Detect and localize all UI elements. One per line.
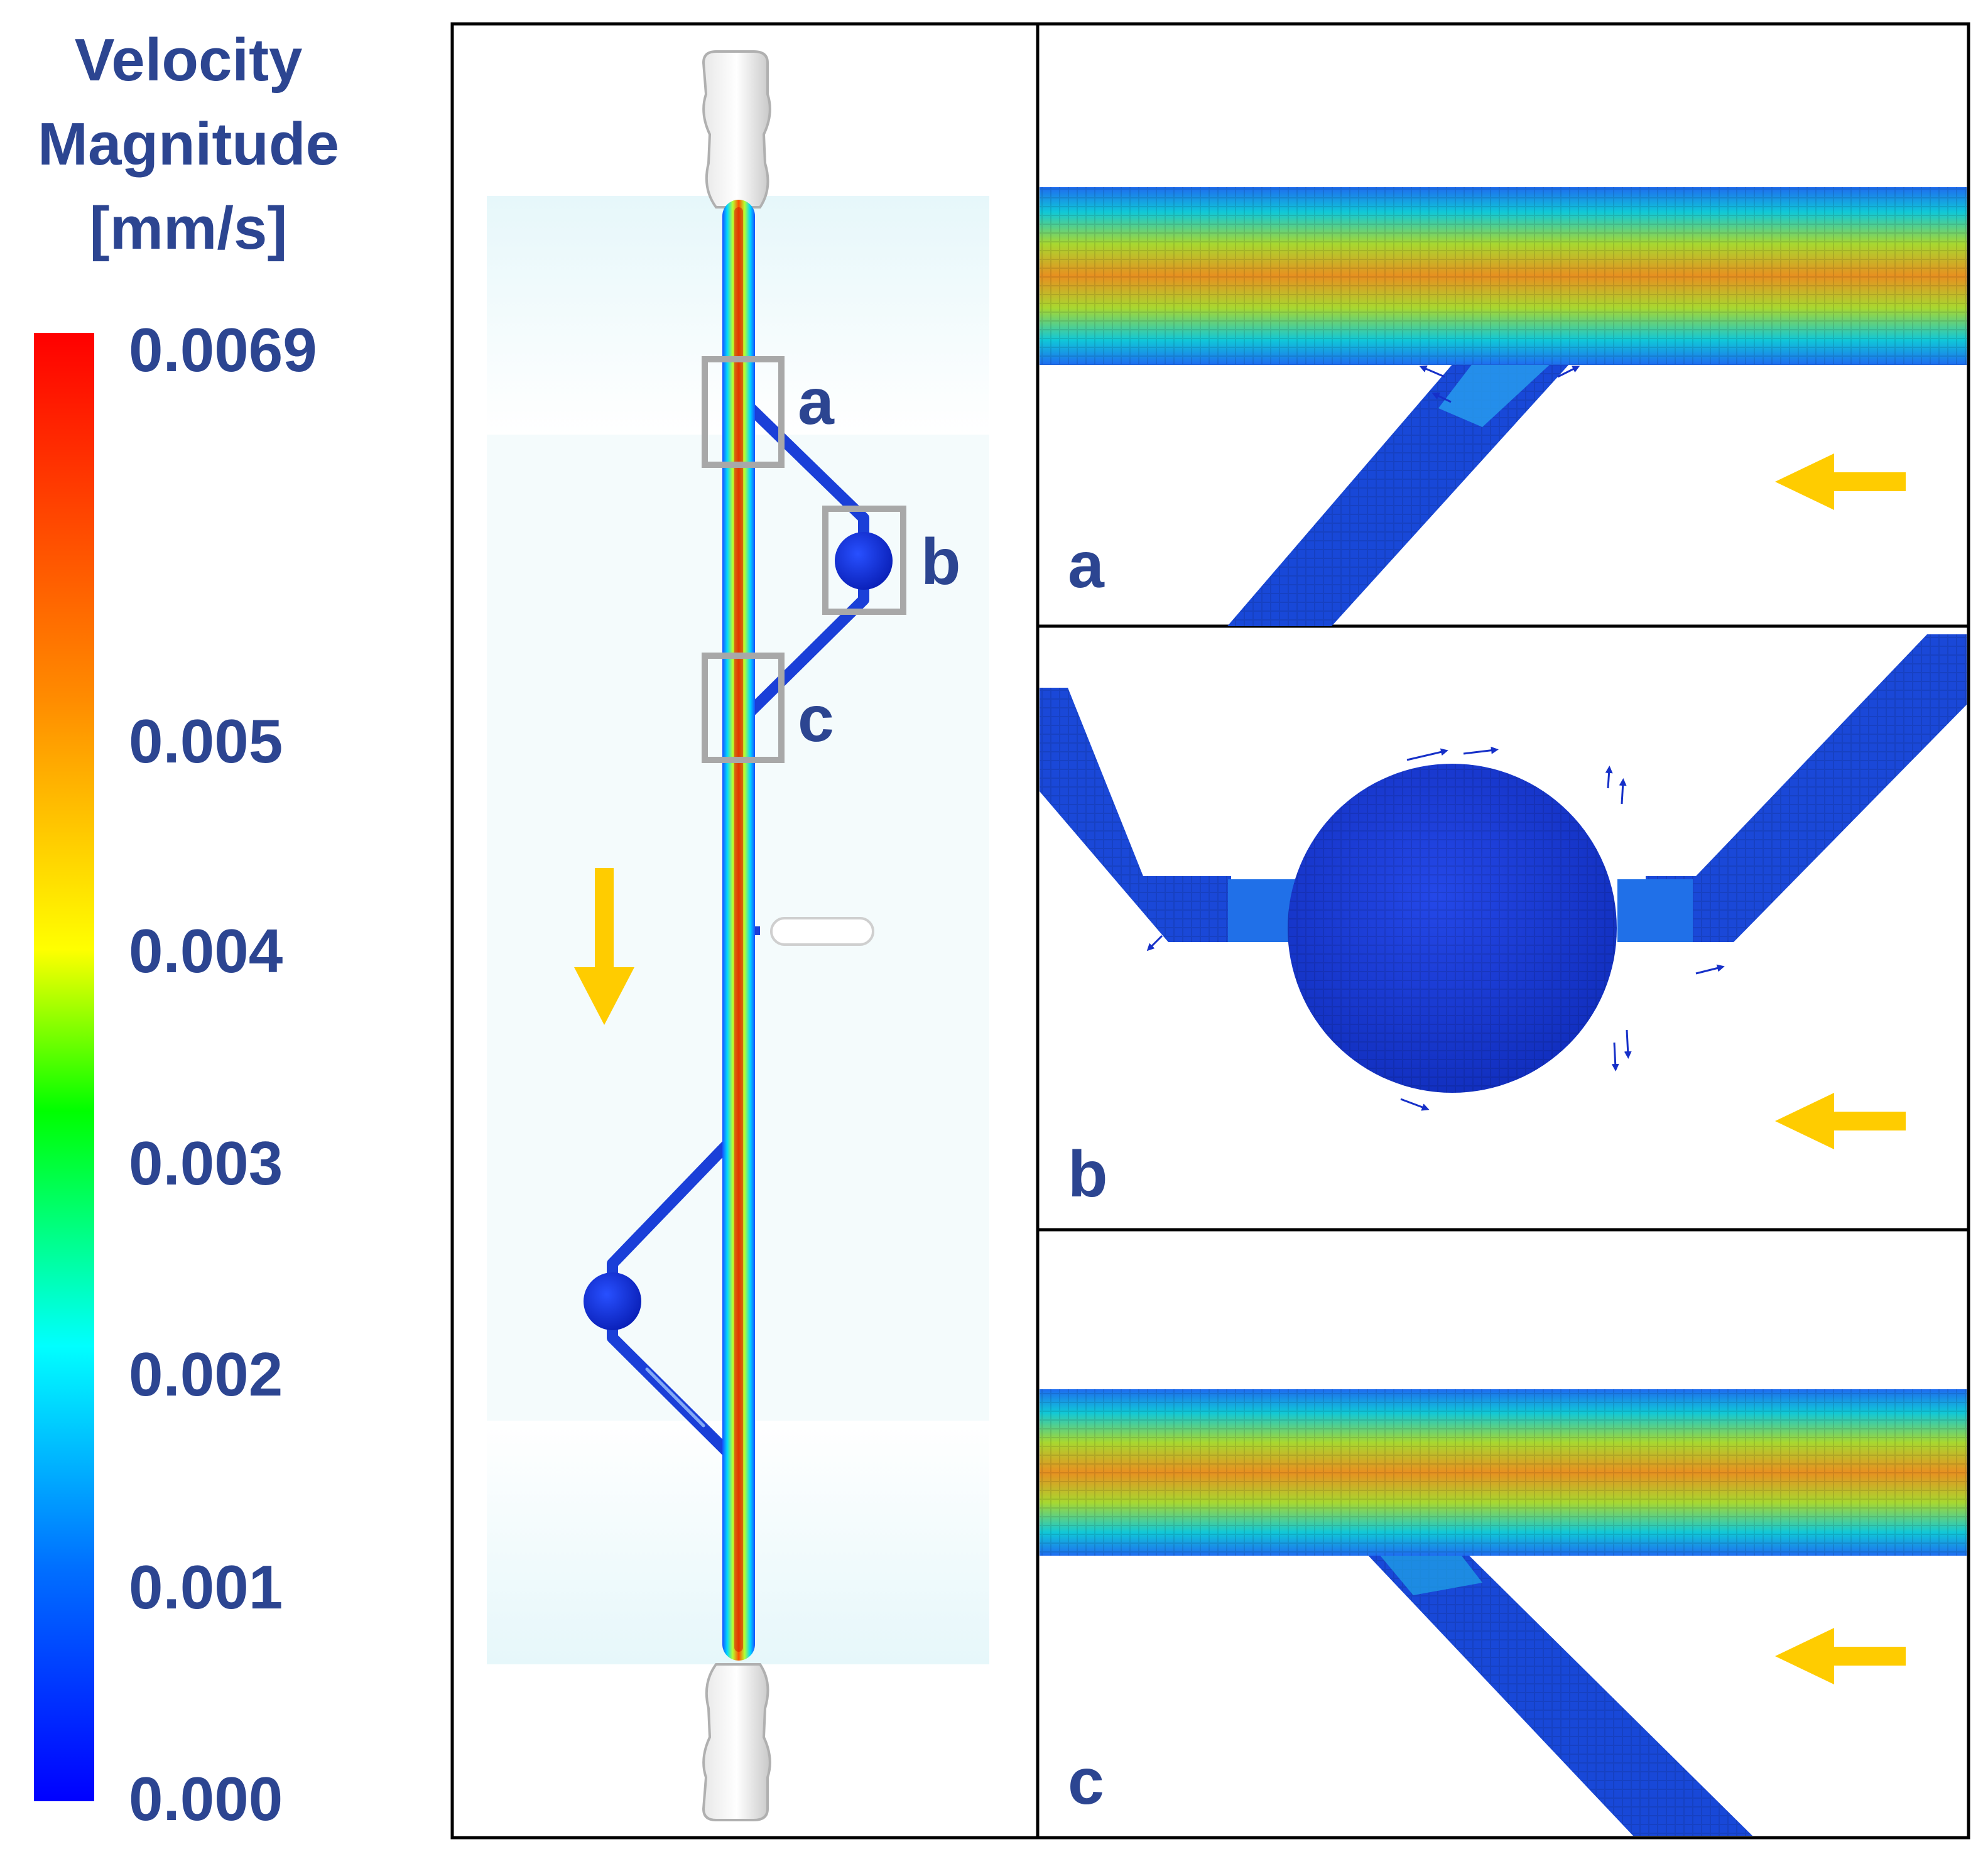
colorbar-tick-label: 0.000 <box>129 1764 283 1833</box>
panel-b-label: b <box>1068 1138 1108 1211</box>
panel-b-flow-arrow-left <box>1775 1093 1906 1149</box>
legend-title-line-2: Magnitude <box>38 111 339 178</box>
panel-a-flow-arrow-left <box>1775 453 1906 510</box>
legend-title-line-3: [mm/s] <box>90 195 288 262</box>
colorbar-tick-label: 0.001 <box>129 1553 283 1622</box>
colorbar-tick-label: 0.005 <box>129 707 283 776</box>
colorbar-tick-label: 0.003 <box>129 1129 283 1198</box>
colorbar-tick-labels: 0.0069 0.005 0.004 0.003 0.002 0.001 0.000 <box>129 315 317 1833</box>
region-box-a <box>702 356 785 468</box>
upper-trap-sphere <box>835 532 893 590</box>
region-label-c: c <box>798 683 834 756</box>
colorbar <box>34 333 94 1801</box>
panel-b-velocity-vectors <box>1146 746 1725 1111</box>
panel-a-velocity-vectors <box>1419 365 1580 403</box>
region-box-b <box>822 506 906 615</box>
inlet-connector <box>702 50 771 209</box>
colorbar-tick-label: 0.0069 <box>129 315 317 384</box>
lower-trap-sphere <box>584 1272 641 1330</box>
panel-a-label: a <box>1068 529 1105 602</box>
outlet-connector <box>702 1663 771 1821</box>
flow-direction-arrow-down <box>574 868 634 1025</box>
region-box-c <box>702 653 785 763</box>
region-label-a: a <box>798 366 835 438</box>
detail-panel-c: c <box>1040 1389 1967 1836</box>
region-boxes <box>702 356 906 763</box>
detail-panel-a: a <box>1040 187 1967 626</box>
panel-c-flow-arrow-left <box>1775 1628 1906 1684</box>
colorbar-tick-label: 0.002 <box>129 1340 283 1409</box>
legend-title-line-1: Velocity <box>75 26 303 94</box>
overview-device: a b c <box>487 50 989 1821</box>
panel-c-label: c <box>1068 1745 1104 1818</box>
colorbar-tick-label: 0.004 <box>129 916 283 985</box>
detail-panel-b: b <box>1040 634 1967 1211</box>
colorbar-legend: Velocity Magnitude [mm/s] 0.00690.0050.0… <box>34 26 339 1833</box>
region-label-b: b <box>921 526 961 599</box>
